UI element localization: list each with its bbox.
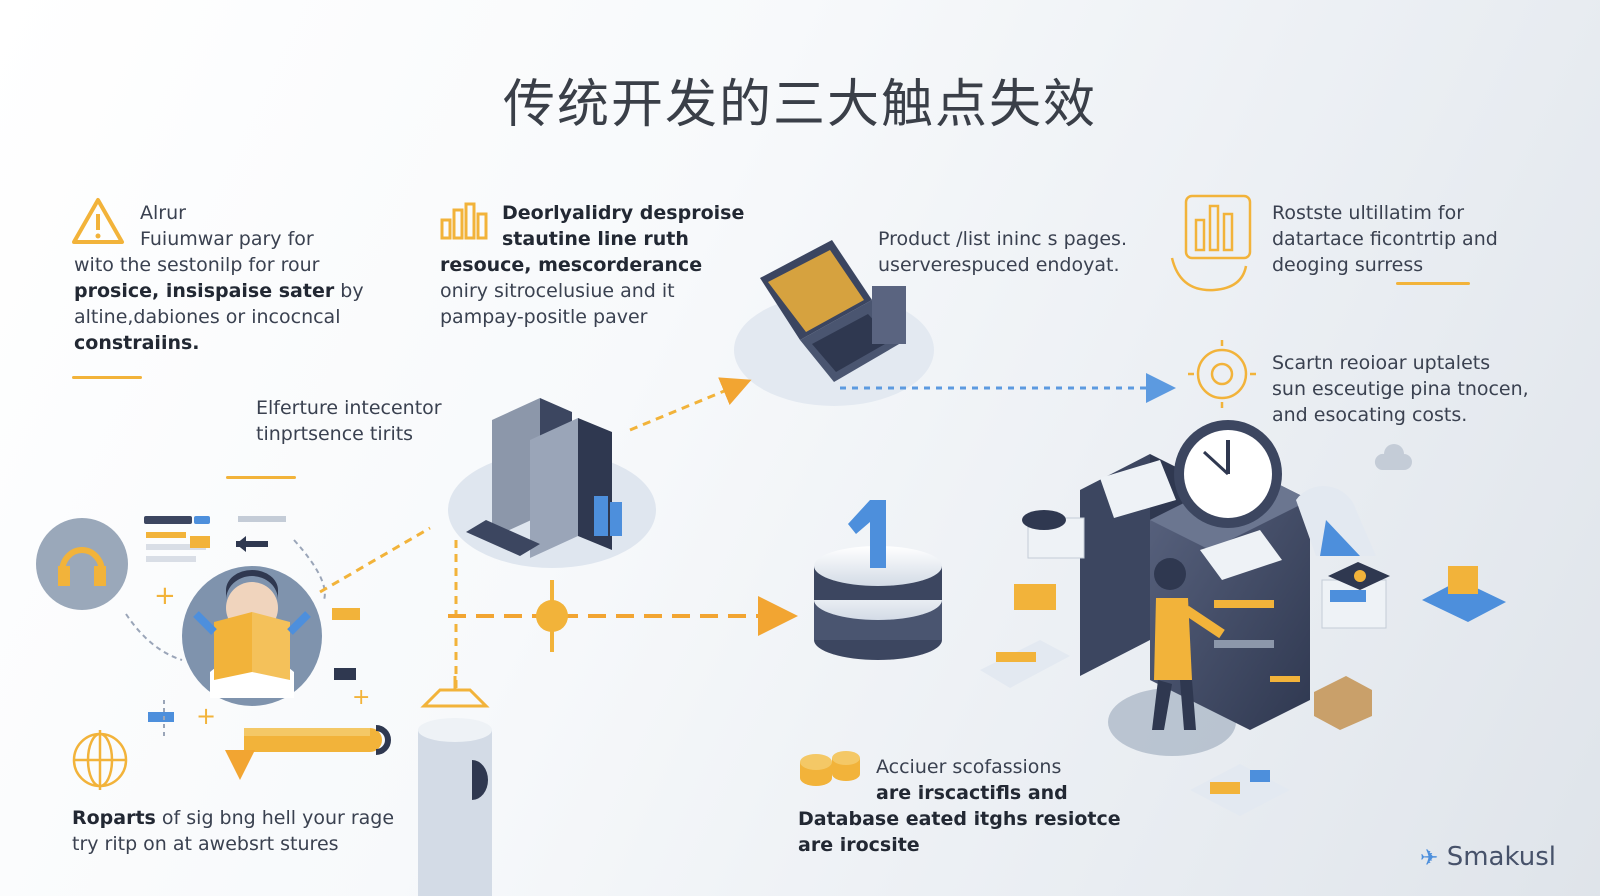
- laptop-illustration: [734, 240, 934, 406]
- block-line: Fuiumwar pary for: [140, 228, 314, 250]
- block-line: wito the sestonilp for rour: [74, 254, 320, 276]
- block-line: and esocating costs.: [1272, 404, 1468, 426]
- block-line: Database eated itghs resiotce: [798, 808, 1121, 830]
- text-block-acciuer: Acciuer scofassions are irscactifls and …: [798, 754, 1121, 858]
- svg-text:+: +: [352, 685, 370, 710]
- block-line-suffix: by: [334, 280, 364, 302]
- block-line: datartace ficontrtip and: [1272, 228, 1498, 250]
- database-icon: [814, 500, 942, 660]
- brand-mark-icon: ✈: [1420, 846, 1439, 871]
- accent-underline: [226, 476, 296, 479]
- block-line: Scartn reoioar uptalets: [1272, 352, 1491, 374]
- headset-icon: [36, 518, 128, 610]
- block-line: of sig bng hell your rage: [155, 807, 395, 829]
- pipe-illustration: [225, 725, 391, 780]
- text-block-roparts: Roparts of sig bng hell your rage try ri…: [72, 805, 394, 857]
- block-line: oniry sitrocelusiue and it: [440, 280, 675, 302]
- text-block-alrur: Alrur Fuiumwar pary for wito the sestoni…: [74, 200, 364, 356]
- block-line: try ritp on at awebsrt stures: [72, 833, 339, 855]
- block-line: resouce, mescorderance: [440, 254, 703, 276]
- block-line: deoging surress: [1272, 254, 1424, 276]
- block-line: Rostste ultillatim for: [1272, 202, 1465, 224]
- warning-icon: [72, 198, 124, 244]
- block-heading: Alrur: [140, 202, 186, 224]
- gear-icon: [1188, 340, 1256, 408]
- block-line: userverespuced endoyat.: [878, 254, 1120, 276]
- brand-name: Smakusl: [1446, 842, 1556, 872]
- ui-widgets: + + +: [125, 516, 370, 740]
- datacenter-illustration: [980, 420, 1506, 816]
- block-bold-word: Roparts: [72, 807, 156, 829]
- person-reading-illustration: [182, 566, 322, 706]
- block-line: Elferture intecentor: [256, 397, 442, 419]
- flow-connectors: [319, 373, 1176, 688]
- text-block-rostste: Rostste ultillatim for datartace ficontr…: [1272, 200, 1498, 278]
- block-line: tinprtsence tirits: [256, 423, 414, 445]
- block-line: are irscactifls and: [876, 782, 1068, 804]
- accent-underline: [72, 376, 142, 379]
- block-line: Deorlyalidry desproise: [502, 202, 745, 224]
- text-block-deorlyalidry: Deorlyalidry desproise stautine line rut…: [440, 200, 744, 330]
- block-line: sun esceutige pina tnocen,: [1272, 378, 1529, 400]
- block-bold-line: prosice, insispaise sater: [74, 280, 335, 302]
- block-line: Product /list ininc s pages.: [878, 228, 1127, 250]
- accent-underline: [1396, 282, 1470, 285]
- block-line: stautine line ruth: [502, 228, 689, 250]
- junction-node: [536, 600, 568, 632]
- bar-chart-icon: [440, 202, 488, 240]
- block-line: constraiins.: [74, 332, 200, 354]
- block-line: Acciuer scofassions: [876, 756, 1062, 778]
- brand-logo: ✈ Smakusl: [1420, 842, 1556, 872]
- svg-text:+: +: [196, 702, 216, 730]
- svg-text:+: +: [154, 581, 176, 611]
- block-line: are irocsite: [798, 834, 920, 856]
- block-line: altine,dabiones or incocncal: [74, 306, 341, 328]
- globe-icon: [72, 730, 128, 790]
- text-block-elferture: Elferture intecentor tinprtsence tirits: [256, 395, 442, 447]
- server-rack-illustration: [448, 398, 656, 568]
- page-title: 传统开发的三大触点失效: [502, 75, 1097, 135]
- hand-chart-icon: [1170, 194, 1252, 292]
- text-block-search: Scartn reoioar uptalets sun esceutige pi…: [1272, 350, 1529, 428]
- coins-icon: [800, 751, 860, 786]
- text-block-product: Product /list ininc s pages. userverespu…: [878, 226, 1127, 278]
- block-line: pampay-positle paver: [440, 306, 648, 328]
- tower-illustration: [418, 676, 492, 896]
